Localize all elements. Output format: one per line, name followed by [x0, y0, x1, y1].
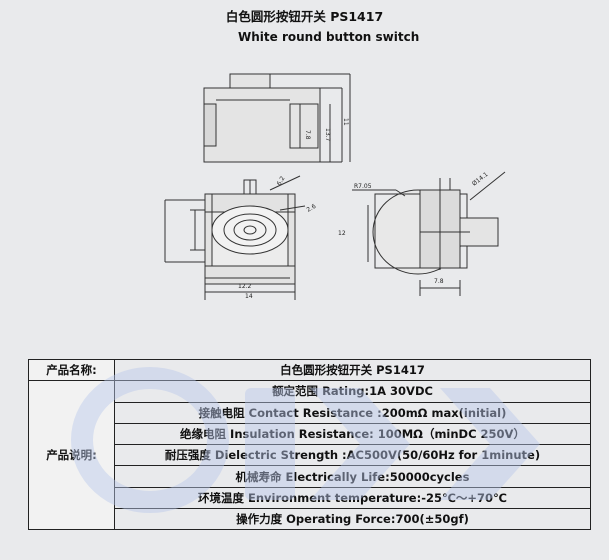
- table-row: 产品名称: 白色圆形按钮开关 PS1417: [28, 358, 591, 382]
- table-row: 耐压强度 Dielectric Strength :AC500V(50/60Hz…: [29, 444, 591, 467]
- dim-13-7: 13.7: [324, 128, 331, 142]
- name-label: 产品名称:: [28, 358, 115, 382]
- spec-insulation-resistance: 绝缘电阻 Insulation Resistance: 100MΩ（minDC …: [114, 422, 591, 446]
- spec-rating: 额定范围 Rating:1A 30VDC: [114, 380, 591, 403]
- name-value: 白色圆形按钮开关 PS1417: [114, 358, 591, 382]
- dim-14: 14: [245, 293, 253, 300]
- table-row: 接触电阻 Contact Resistance :200mΩ max(initi…: [29, 401, 591, 424]
- table-row: 绝缘电阻 Insulation Resistance: 100MΩ（minDC …: [29, 422, 591, 446]
- dim-7-8: 7.8: [434, 278, 444, 285]
- technical-drawing: R7.05 Ø14.1 12.2 14 7.8 12 7.8 13.7 11 6…: [164, 73, 506, 300]
- spec-environment-temperature: 环境温度 Environment temperature:-25℃～+70℃: [114, 486, 591, 510]
- table-row: 环境温度 Environment temperature:-25℃～+70℃: [29, 486, 591, 510]
- dim-11: 11: [342, 118, 349, 126]
- spec-operating-force: 操作力度 Operating Force:700(±50gf): [114, 508, 591, 531]
- dim-6-2: 6.2: [276, 175, 287, 187]
- description-label: 产品说明:: [28, 380, 115, 531]
- table-row: 操作力度 Operating Force:700(±50gf): [29, 508, 591, 531]
- dim-diameter: Ø14.1: [471, 171, 490, 188]
- title-chinese: 白色圆形按钮开关 PS1417: [225, 9, 384, 24]
- spec-electrical-life: 机械寿命 Electrically Life:50000cycles: [114, 465, 591, 488]
- table-row: 产品说明: 额定范围 Rating:1A 30VDC: [28, 380, 591, 531]
- spec-dielectric-strength: 耐压强度 Dielectric Strength :AC500V(50/60Hz…: [114, 444, 591, 467]
- spec-table: 产品名称: 白色圆形按钮开关 PS1417 产品说明: 额定范围 Rating:…: [28, 358, 591, 531]
- title-english: White round button switch: [238, 30, 420, 44]
- spec-contact-resistance: 接触电阻 Contact Resistance :200mΩ max(initi…: [114, 401, 591, 424]
- table-row: 机械寿命 Electrically Life:50000cycles: [29, 465, 591, 488]
- dim-7-8-vertical: 7.8: [304, 130, 311, 140]
- dim-2-6: 2.6: [306, 203, 318, 214]
- dim-12: 12: [338, 230, 346, 237]
- dim-12-2: 12.2: [238, 283, 252, 290]
- dim-r7-05: R7.05: [354, 183, 372, 190]
